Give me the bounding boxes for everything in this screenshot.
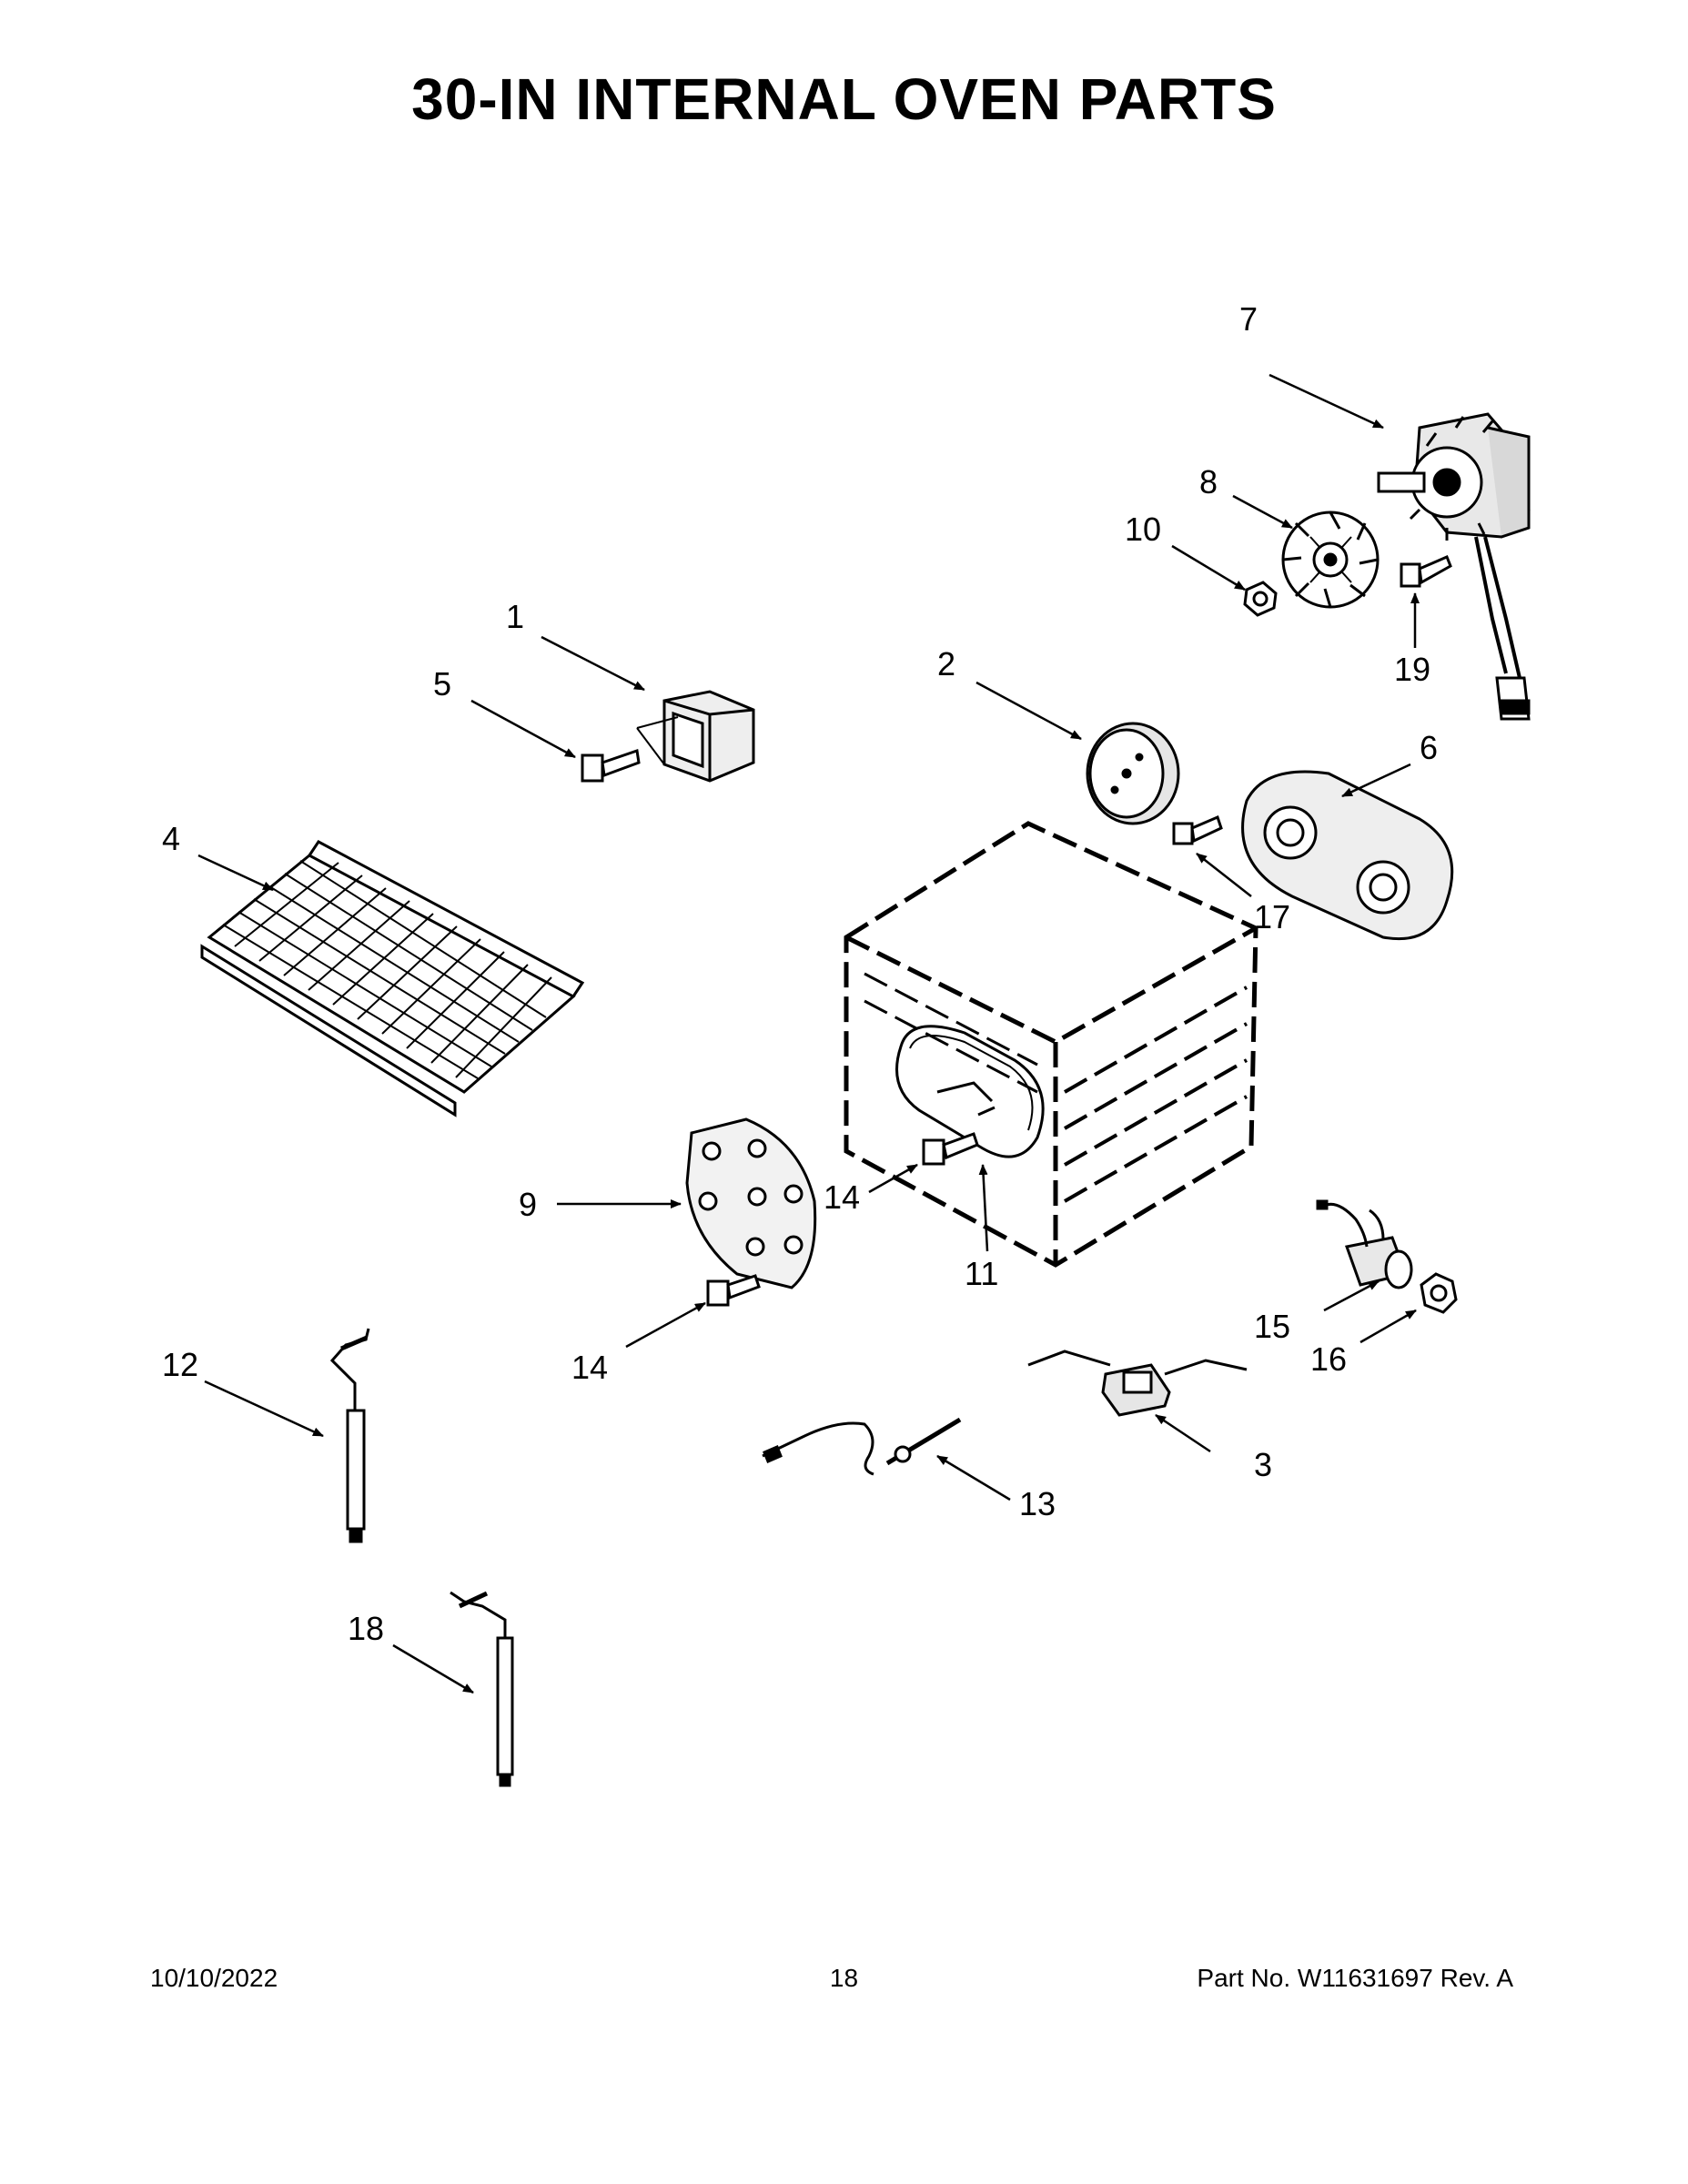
part-19-screw: [1400, 555, 1452, 588]
callout-8: 8: [1199, 463, 1218, 500]
callout-19: 19: [1394, 651, 1430, 688]
callout-6: 6: [1420, 729, 1438, 766]
callout-9: 9: [519, 1186, 537, 1223]
part-3-thermal-switch: [1027, 1350, 1248, 1417]
part-5-screw: [581, 749, 641, 783]
part-7-fan-motor: [1377, 412, 1531, 721]
callout-18: 18: [348, 1610, 384, 1647]
callout-7: 7: [1239, 300, 1258, 338]
callout-10: 10: [1125, 511, 1161, 548]
part-17-screw: [1172, 814, 1223, 845]
part-1-bracket: [636, 690, 755, 783]
callout-labels: 7 8 10 19 1 5 2 6 17 4 9 14 11 14 12 15 …: [162, 300, 1438, 1647]
callout-17: 17: [1254, 898, 1290, 935]
callout-14-lower: 14: [571, 1349, 608, 1386]
part-13-probe: [762, 1417, 962, 1476]
callout-2: 2: [937, 645, 955, 682]
part-18-sensor: [450, 1591, 514, 1787]
part-10-hex-nut: [1243, 581, 1278, 617]
callout-13: 13: [1019, 1485, 1056, 1522]
callout-12: 12: [162, 1346, 198, 1383]
footer-part-number: Part No. W11631697 Rev. A: [1197, 1964, 1513, 1992]
part-8-fan-blade: [1281, 511, 1380, 609]
callout-16: 16: [1310, 1340, 1347, 1378]
callout-11: 11: [965, 1255, 998, 1292]
oven-cavity: [844, 821, 1258, 1268]
part-15-lamp-socket: [1316, 1199, 1413, 1289]
callout-14-upper: 14: [824, 1178, 860, 1216]
part-2-cover-plate: [1086, 722, 1180, 825]
part-11-bake-element: [895, 1025, 1045, 1158]
part-6-fan-cover: [1241, 770, 1454, 941]
callout-1: 1: [506, 598, 524, 635]
footer-date: 10/10/2022: [150, 1964, 278, 1992]
part-9-rear-plate: [685, 1117, 817, 1289]
callout-3: 3: [1254, 1446, 1272, 1483]
part-16-lamp-nut: [1420, 1272, 1458, 1314]
callout-4: 4: [162, 820, 180, 857]
part-12-temperature-sensor: [329, 1328, 370, 1543]
part-4-oven-rack: [200, 840, 585, 1117]
part-14-screw-lower: [706, 1274, 761, 1307]
callout-5: 5: [433, 665, 451, 703]
page-title: 30-IN INTERNAL OVEN PARTS: [411, 66, 1277, 132]
callout-15: 15: [1254, 1308, 1290, 1345]
part-14-screw-upper: [922, 1132, 979, 1166]
footer-page-number: 18: [829, 1964, 859, 1992]
leader-arrows: [197, 373, 1420, 1694]
